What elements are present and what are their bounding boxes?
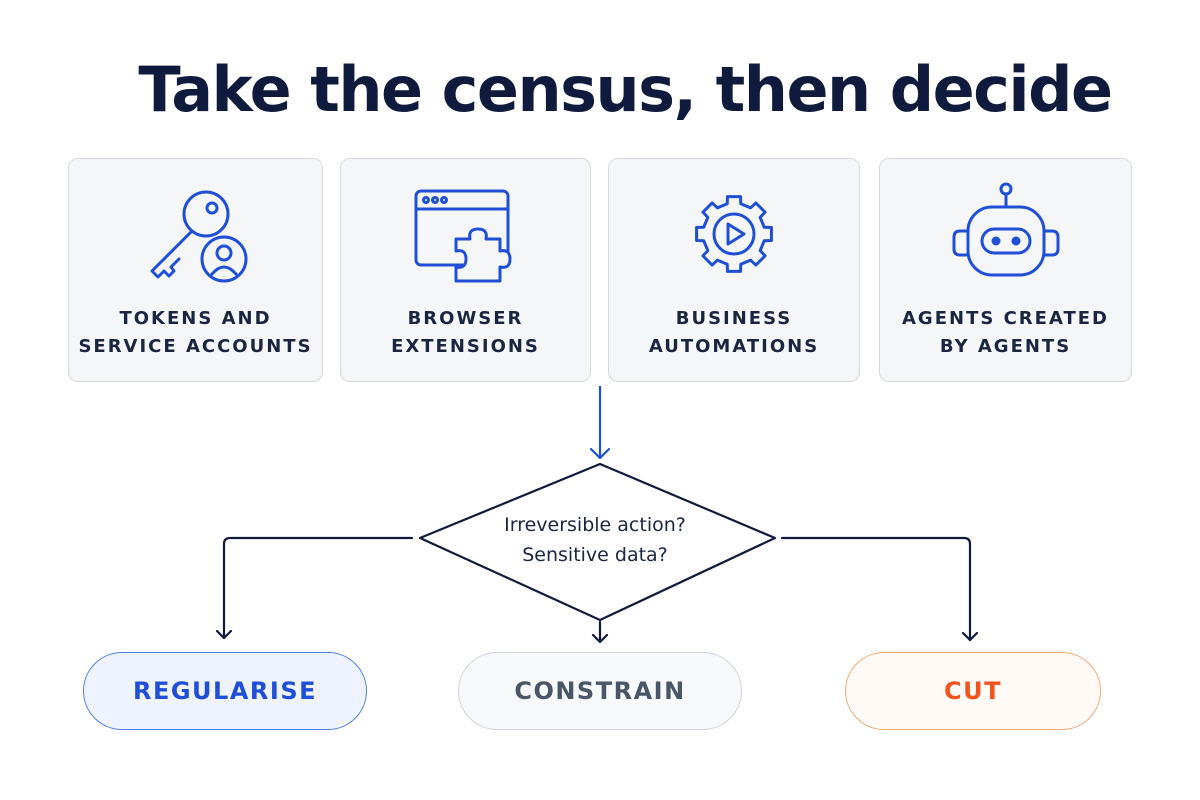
card-browser-extensions: BROWSER EXTENSIONS <box>340 158 591 382</box>
card-label: BROWSER EXTENSIONS <box>391 308 540 357</box>
arrow-into-decision <box>589 386 611 460</box>
card-label: BUSINESS AUTOMATIONS <box>648 308 820 357</box>
gear-play-icon <box>695 195 773 273</box>
card-tokens-service-accounts: TOKENS AND SERVICE ACCOUNTS <box>68 158 323 382</box>
card-business-automations: BUSINESS AUTOMATIONS <box>608 158 860 382</box>
branch-left-connector <box>215 536 414 640</box>
card-label: TOKENS AND SERVICE ACCOUNTS <box>78 308 313 357</box>
outcome-regularise: REGULARISE <box>83 652 367 730</box>
outcome-constrain: CONSTRAIN <box>458 652 742 730</box>
card-agents-created-by-agents: AGENTS CREATED BY AGENTS <box>879 158 1132 382</box>
page-title: Take the census, then decide <box>138 53 1113 126</box>
robot-icon <box>952 182 1059 277</box>
outcome-cut: CUT <box>845 652 1101 730</box>
branch-right-connector <box>780 536 979 642</box>
browser-puzzle-icon <box>414 189 511 283</box>
decision-diamond <box>418 462 777 622</box>
decision-question: Irreversible action? Sensitive data? <box>504 514 686 566</box>
branch-middle-connector <box>591 620 609 644</box>
key-user-icon <box>150 190 247 283</box>
card-label: AGENTS CREATED BY AGENTS <box>902 308 1109 357</box>
